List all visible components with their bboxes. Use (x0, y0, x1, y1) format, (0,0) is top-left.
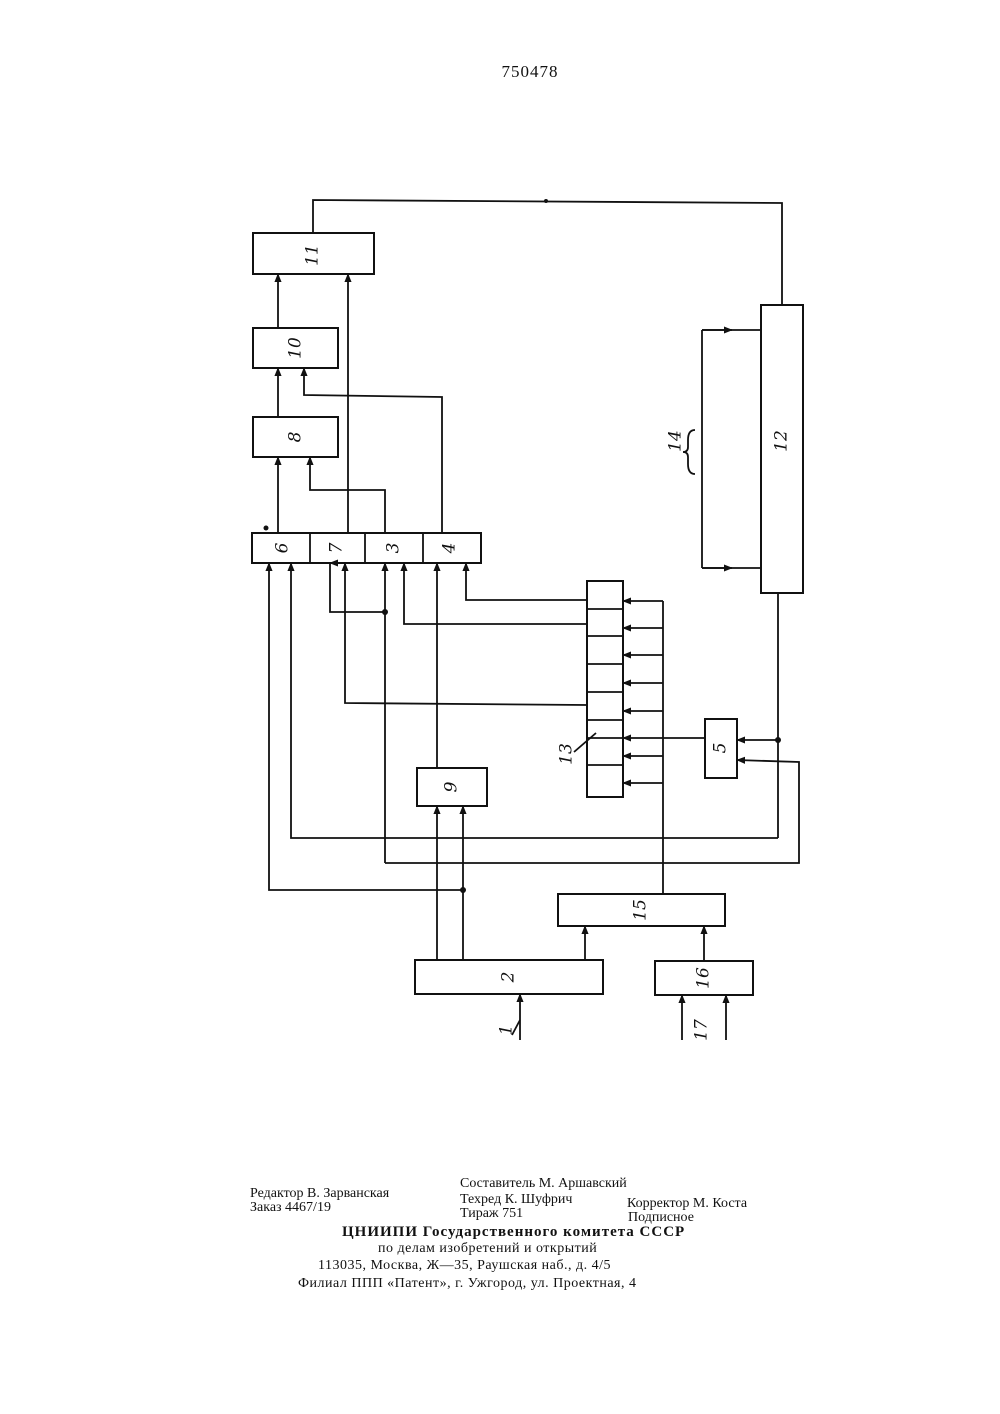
order-line: Заказ 4467/19 (250, 1200, 331, 1216)
label-13: 13 (557, 743, 577, 765)
block-diagram: 11 10 8 6 7 3 4 12 14 13 5 9 15 2 16 1 1… (0, 0, 1000, 1120)
branch-line: Филиал ППП «Патент», г. Ужгород, ул. Про… (298, 1276, 636, 1292)
label-14: 14 (666, 430, 686, 452)
label-1: 1 (497, 1025, 517, 1036)
label-4: 4 (440, 543, 460, 555)
label-11: 11 (303, 244, 323, 266)
label-16: 16 (694, 967, 714, 989)
label-7: 7 (327, 542, 347, 553)
label-15: 15 (631, 899, 651, 921)
label-8: 8 (286, 431, 306, 442)
label-17: 17 (692, 1019, 712, 1041)
label-3: 3 (384, 543, 404, 554)
org-line-2: по делам изобретений и открытий (378, 1241, 597, 1257)
label-5: 5 (711, 743, 731, 754)
label-6: 6 (273, 542, 293, 553)
compiler-line: Составитель М. Аршавский (460, 1176, 627, 1192)
label-10: 10 (286, 337, 306, 359)
label-9: 9 (442, 781, 462, 792)
org-address: 113035, Москва, Ж—35, Раушская наб., д. … (318, 1258, 611, 1274)
org-line-1: ЦНИИПИ Государственного комитета СССР (342, 1224, 685, 1241)
label-12: 12 (772, 430, 792, 452)
circulation-line: Тираж 751 (460, 1206, 523, 1222)
label-2: 2 (499, 972, 519, 984)
